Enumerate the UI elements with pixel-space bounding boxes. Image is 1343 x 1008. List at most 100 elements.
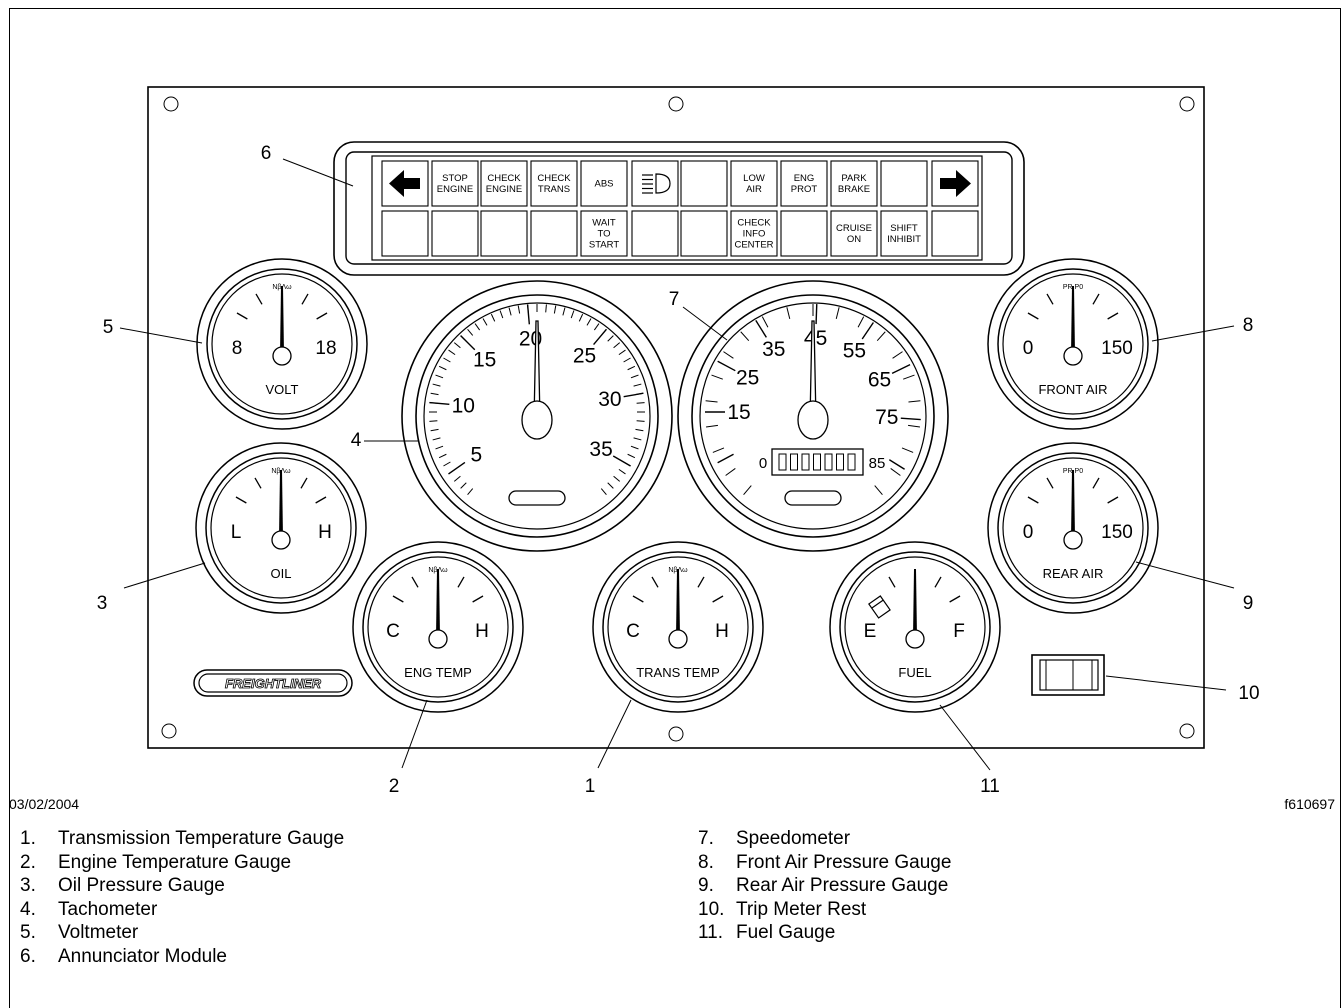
gauge-needle <box>676 569 680 637</box>
gauge-scale-label: 65 <box>868 369 891 392</box>
gauge-label: VOLT <box>266 382 299 397</box>
annunciator-label: CHECK <box>737 218 771 229</box>
annunciator-label: INHIBIT <box>887 234 921 245</box>
legend-right: 7.Speedometer 8.Front Air Pressure Gauge… <box>698 827 951 945</box>
legend-item: 8.Front Air Pressure Gauge <box>698 851 952 873</box>
gauge-label: FRONT AIR <box>1038 382 1107 397</box>
gauge-top-mark: PR P0 <box>1063 284 1083 291</box>
callout-leaders <box>119 158 1235 771</box>
panel-screw <box>668 726 684 742</box>
trip-meter-reset-switch <box>1031 654 1105 696</box>
panel-screw <box>161 723 177 739</box>
annunciator-label: CRUISE <box>836 223 872 234</box>
gauge-top-mark: PR P0 <box>1063 468 1083 475</box>
gauge-min-label: L <box>231 522 242 543</box>
gauge-scale-label: 35 <box>589 438 612 461</box>
legend-item: 2.Engine Temperature Gauge <box>20 851 292 873</box>
annunciator-label: WAIT <box>592 218 616 229</box>
gauge-min-label: E <box>864 621 877 642</box>
gauge-scale-label: 15 <box>727 401 750 424</box>
brand-label: FREIGHTLINER <box>225 676 322 691</box>
annunciator-cell <box>931 210 979 257</box>
gauge-label: OIL <box>271 566 292 581</box>
annunciator-label: CENTER <box>734 240 773 251</box>
legend-item: 10.Trip Meter Rest <box>698 898 867 920</box>
gauge-scale-label: 15 <box>473 349 496 372</box>
legend-left: 1.Transmission Temperature Gauge 2.Engin… <box>20 827 344 968</box>
gauge-indicator-window <box>508 490 566 506</box>
panel-screw <box>163 96 179 112</box>
annunciator-cell <box>580 160 628 207</box>
gauge-scale-label: 35 <box>762 338 785 361</box>
annunciator-label: BRAKE <box>838 184 870 195</box>
annunciator-cell <box>730 160 778 207</box>
callout-4: 4 <box>351 430 362 451</box>
annunciator-cell <box>381 160 429 207</box>
annunciator-cell <box>480 160 528 207</box>
headlight-icon <box>642 173 671 194</box>
gauge-top-mark: NβΛω <box>272 284 292 291</box>
annunciator-cell <box>830 160 878 207</box>
gauge-top-mark: NβΛω <box>428 567 448 574</box>
legend-item: 3.Oil Pressure Gauge <box>20 875 225 896</box>
annunciator-label: ENG <box>794 173 815 184</box>
annunciator-label: START <box>589 240 619 251</box>
annunciator-cell <box>931 160 979 207</box>
legend-item: 6.Annunciator Module <box>20 945 227 967</box>
panel-screw <box>1179 723 1195 739</box>
gauge-max-label: H <box>318 522 332 543</box>
gauge-label: REAR AIR <box>1043 566 1104 581</box>
legend-item: 5.Voltmeter <box>20 922 139 943</box>
panel-screw <box>1179 96 1195 112</box>
gauge-min-label: C <box>626 621 640 642</box>
gauge-scale-label: 30 <box>598 388 621 411</box>
gauge-label: ENG TEMP <box>404 665 472 680</box>
annunciator-label: PARK <box>841 173 867 184</box>
annunciator-cell <box>431 160 479 207</box>
annunciator-label: PROT <box>791 184 818 195</box>
callout-8: 8 <box>1243 315 1254 336</box>
callout-11: 11 <box>980 776 1000 797</box>
speedometer-min-label: 0 <box>759 455 767 472</box>
annunciator-cell <box>680 210 728 257</box>
gauge-indicator-window <box>784 490 842 506</box>
annunciator-cell <box>830 210 878 257</box>
gauge-hub <box>428 629 448 649</box>
gauge-scale-label: 5 <box>471 443 483 466</box>
callout-6: 6 <box>261 143 272 164</box>
odometer-display <box>771 448 864 476</box>
gauge-max-label: 150 <box>1101 522 1133 543</box>
freightliner-logo: FREIGHTLINER <box>193 669 353 697</box>
annunciator-cell <box>431 210 479 257</box>
annunciator-label: STOP <box>442 173 468 184</box>
callout-9: 9 <box>1243 593 1254 614</box>
gauge-hub <box>1063 530 1083 550</box>
legend-item: 9.Rear Air Pressure Gauge <box>698 875 949 896</box>
panel-screw <box>668 96 684 112</box>
callout-7: 7 <box>669 289 680 310</box>
annunciator-cell <box>880 210 928 257</box>
legend-item: 7.Speedometer <box>698 828 851 849</box>
annunciator-label: AIR <box>746 184 762 195</box>
annunciator-cell <box>631 160 679 207</box>
annunciator-cell <box>880 160 928 207</box>
annunciator-label: ON <box>847 234 861 245</box>
callout-10: 10 <box>1238 683 1259 704</box>
gauge-label: TRANS TEMP <box>636 665 720 680</box>
fuel-pump-icon <box>868 595 891 619</box>
right-arrow-icon <box>940 170 971 197</box>
annunciator-cell <box>680 160 728 207</box>
gauge-hub <box>271 530 291 550</box>
gauge-top-mark: NβΛω <box>668 567 688 574</box>
gauge-max-label: F <box>953 621 965 642</box>
annunciator-label: ABS <box>594 179 613 190</box>
gauge-needle <box>1071 286 1075 354</box>
callout-3: 3 <box>97 593 108 614</box>
